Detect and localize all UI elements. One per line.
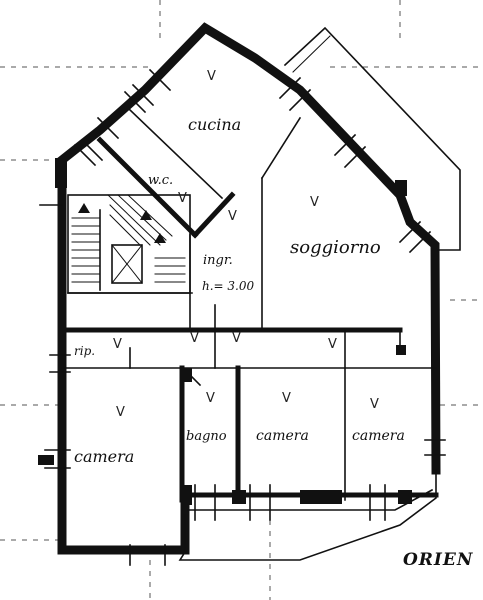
check-mark: V xyxy=(228,209,237,224)
label-camera-middle: camera xyxy=(256,428,309,444)
label-wc: w.c. xyxy=(148,173,173,188)
check-mark: V xyxy=(370,397,379,412)
check-mark: V xyxy=(310,195,319,210)
label-camera-right: camera xyxy=(352,428,405,444)
label-bagno: bagno xyxy=(186,429,227,444)
check-mark: V xyxy=(232,331,241,346)
check-mark: V xyxy=(207,69,216,84)
orientation-label: ORIEN xyxy=(403,550,474,570)
label-ripostiglio: rip. xyxy=(74,344,95,358)
label-cucina: cucina xyxy=(188,115,241,134)
interior-walls xyxy=(59,108,439,505)
label-soggiorno: soggiorno xyxy=(290,237,381,258)
stair-treads xyxy=(71,194,186,291)
balcony-south xyxy=(178,469,437,561)
check-mark: V xyxy=(282,391,291,406)
label-ingresso: ingr. xyxy=(203,253,233,268)
check-marks: V V V V V V V V V V V V xyxy=(113,69,379,420)
check-mark: V xyxy=(328,337,337,352)
balcony-north-east xyxy=(283,26,461,251)
check-mark: V xyxy=(116,405,125,420)
label-height: h.= 3.00 xyxy=(202,279,254,293)
check-mark: V xyxy=(178,191,187,206)
check-mark: V xyxy=(113,337,122,352)
check-mark: V xyxy=(190,331,199,346)
label-camera-left: camera xyxy=(74,447,134,466)
check-mark: V xyxy=(206,391,215,406)
pilasters xyxy=(38,158,407,465)
window-marks xyxy=(39,60,446,566)
